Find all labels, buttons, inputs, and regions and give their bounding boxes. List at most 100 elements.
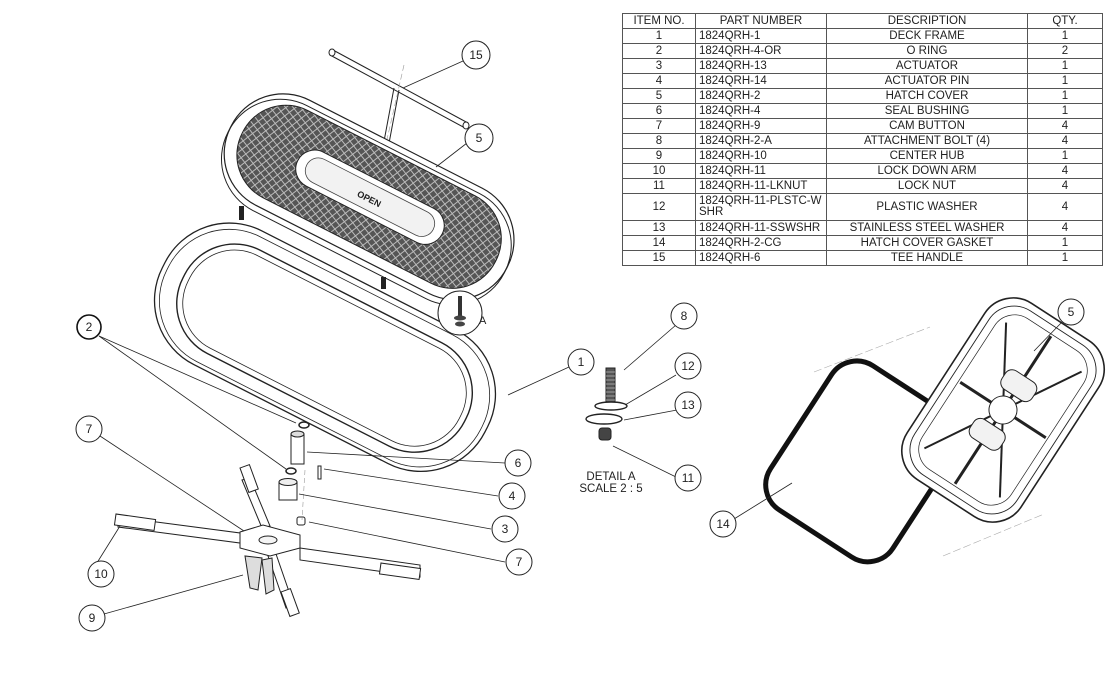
item-no-cell: 5 — [622, 88, 696, 104]
leader-lines — [94, 60, 1063, 615]
balloon-9: 9 — [78, 604, 106, 632]
item-no-cell: 2 — [622, 43, 696, 59]
qty-cell: 1 — [1027, 250, 1103, 266]
svg-text:9: 9 — [89, 611, 96, 625]
description-cell: PLASTIC WASHER — [826, 193, 1028, 221]
qty-cell: 4 — [1027, 133, 1103, 149]
bom-header-row: ITEM NO. PART NUMBER DESCRIPTION QTY. — [622, 13, 1103, 29]
part-number-cell: 1824QRH-14 — [695, 73, 827, 89]
svg-text:4: 4 — [509, 489, 516, 503]
header-part-number: PART NUMBER — [695, 13, 827, 29]
item-no-cell: 1 — [622, 28, 696, 44]
balloon-5-underside: 5 — [1057, 298, 1085, 326]
part-number-cell: 1824QRH-2-A — [695, 133, 827, 149]
hatch-cover-gasket — [763, 358, 962, 565]
part-number-cell: 1824QRH-13 — [695, 58, 827, 74]
header-description: DESCRIPTION — [826, 13, 1028, 29]
balloon-4: 4 — [498, 482, 526, 510]
description-cell: HATCH COVER — [826, 88, 1028, 104]
svg-text:2: 2 — [86, 320, 93, 334]
description-cell: STAINLESS STEEL WASHER — [826, 220, 1028, 236]
svg-text:6: 6 — [515, 456, 522, 470]
item-no-cell: 13 — [622, 220, 696, 236]
part-number-cell: 1824QRH-11-LKNUT — [695, 178, 827, 194]
item-no-cell: 10 — [622, 163, 696, 179]
part-number-cell: 1824QRH-11-SSWSHR — [695, 220, 827, 236]
svg-text:3: 3 — [502, 522, 509, 536]
part-number-cell: 1824QRH-10 — [695, 148, 827, 164]
qty-cell: 2 — [1027, 43, 1103, 59]
hatch-cover-underside — [901, 297, 1105, 523]
svg-text:5: 5 — [476, 131, 483, 145]
svg-text:5: 5 — [1068, 305, 1075, 319]
qty-cell: 1 — [1027, 73, 1103, 89]
actuator-pin — [317, 465, 322, 480]
item-no-cell: 7 — [622, 118, 696, 134]
qty-cell: 1 — [1027, 28, 1103, 44]
part-number-cell: 1824QRH-11-PLSTC-WSHR — [695, 193, 827, 221]
qty-cell: 1 — [1027, 148, 1103, 164]
center-hub — [239, 524, 301, 595]
item-no-cell: 9 — [622, 148, 696, 164]
svg-text:10: 10 — [94, 567, 108, 581]
svg-text:8: 8 — [681, 309, 688, 323]
qty-cell: 1 — [1027, 235, 1103, 251]
detail-title: DETAIL A — [586, 471, 636, 483]
description-cell: DECK FRAME — [826, 28, 1028, 44]
qty-cell: 1 — [1027, 103, 1103, 119]
description-cell: ACTUATOR PIN — [826, 73, 1028, 89]
detail-a-callout: A — [437, 290, 487, 336]
description-cell: TEE HANDLE — [826, 250, 1028, 266]
item-no-cell: 15 — [622, 250, 696, 266]
description-cell: ATTACHMENT BOLT (4) — [826, 133, 1028, 149]
balloon-7-upper: 7 — [75, 415, 103, 443]
description-cell: O RING — [826, 43, 1028, 59]
cam-button — [296, 516, 306, 526]
actuator — [278, 478, 298, 501]
detail-scale: SCALE 2 : 5 — [579, 483, 643, 495]
deck-frame — [153, 222, 497, 473]
balloon-5: 5 — [464, 123, 494, 153]
item-no-cell: 12 — [622, 193, 696, 221]
balloon-8: 8 — [670, 302, 698, 330]
o-ring-lower — [285, 467, 297, 475]
item-no-cell: 4 — [622, 73, 696, 89]
balloon-13: 13 — [674, 391, 702, 419]
header-item-no: ITEM NO. — [622, 13, 696, 29]
qty-cell: 1 — [1027, 88, 1103, 104]
balloon-11: 11 — [674, 464, 702, 492]
qty-cell: 4 — [1027, 220, 1103, 236]
description-cell: CAM BUTTON — [826, 118, 1028, 134]
svg-text:1: 1 — [578, 355, 585, 369]
svg-text:11: 11 — [682, 471, 695, 485]
qty-cell: 4 — [1027, 118, 1103, 134]
svg-text:12: 12 — [681, 359, 695, 373]
item-no-cell: 11 — [622, 178, 696, 194]
balloon-10: 10 — [87, 560, 115, 588]
balloon-7-lower: 7 — [505, 548, 533, 576]
svg-text:7: 7 — [86, 422, 93, 436]
svg-text:14: 14 — [716, 517, 730, 531]
svg-text:13: 13 — [681, 398, 695, 412]
part-number-cell: 1824QRH-9 — [695, 118, 827, 134]
description-cell: SEAL BUSHING — [826, 103, 1028, 119]
description-cell: LOCK DOWN ARM — [826, 163, 1028, 179]
detail-callout-letter: A — [479, 315, 487, 327]
qty-cell: 4 — [1027, 178, 1103, 194]
qty-cell: 1 — [1027, 58, 1103, 74]
item-no-cell: 3 — [622, 58, 696, 74]
balloon-1: 1 — [567, 348, 595, 376]
